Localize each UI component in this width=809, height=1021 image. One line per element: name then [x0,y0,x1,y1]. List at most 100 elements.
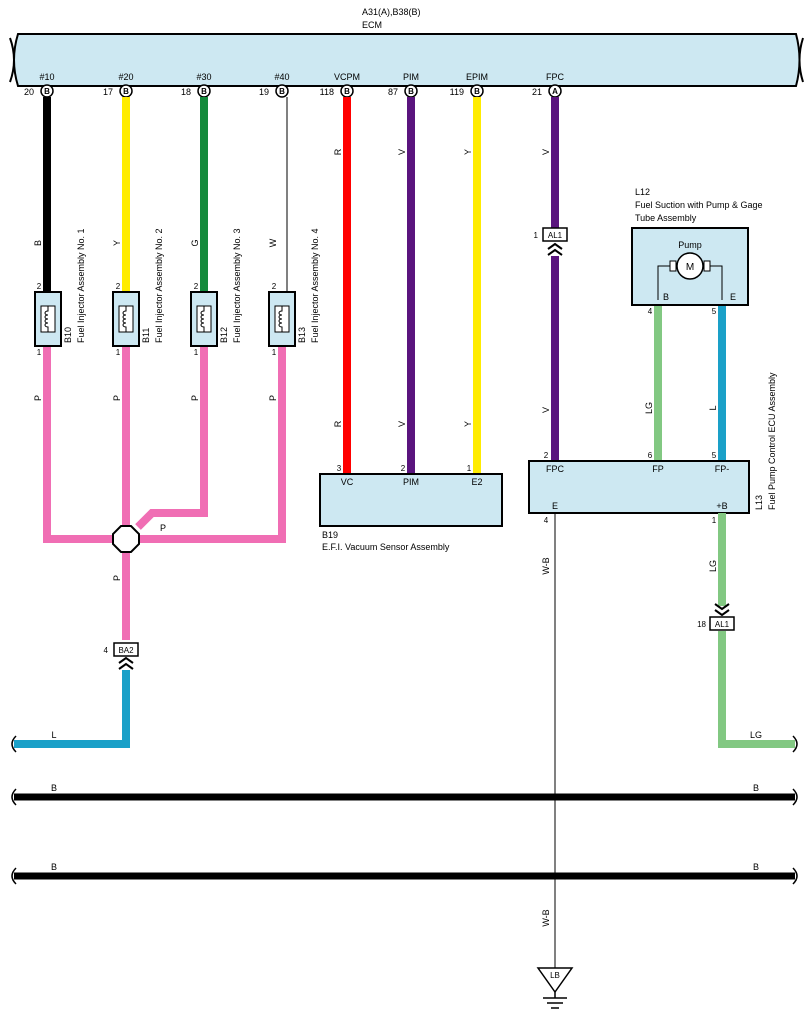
ecm-pin-number: 19 [259,87,269,97]
ecm-pin-number: 18 [181,87,191,97]
ecm-pin-number: 20 [24,87,34,97]
wire-code: Y [463,421,473,427]
motor-icon [676,252,704,280]
injector-pin-bot: 1 [272,348,277,357]
wire-inj3-bottom [135,346,208,530]
wire-code: V [397,149,407,155]
wire-code: V [397,421,407,427]
wire-code: LG [750,730,762,740]
wire-code: W [268,238,278,247]
wire-inj1-bottom [43,346,126,543]
injector-pin-bot: 1 [116,348,121,357]
injector-pin-top: 2 [116,282,121,291]
sensor-pin-num: 2 [401,464,406,473]
vacuum-sensor-b19: 3 2 1 VC PIM E2 B19 E.F.I. Vacuum Sensor… [319,464,503,552]
wire-code: G [190,239,200,246]
wire-end-break [11,788,17,806]
wire-code: B [33,240,43,246]
ecu-pin-label: FP [652,464,664,474]
ecu-pin-num: 2 [544,451,549,460]
injector-pin-top: 2 [272,282,277,291]
pump-name-line2: Tube Assembly [635,213,697,223]
ecm-pin-label: FPC [546,72,565,82]
wire-code: V [541,149,551,155]
ecu-pin-label: E [552,501,558,511]
injector-b11: 2 1 B11 Fuel Injector Assembly No. 2 [112,228,164,357]
connector-label: AL1 [715,620,730,629]
splice-junction [112,525,140,553]
ecm-pin-20: #20 17 B [103,72,134,98]
ecm-pin-conn: B [408,87,414,96]
ecm-pin-conn: B [279,87,285,96]
ecm-pin-label: PIM [403,72,419,82]
injector-pin-bot: 1 [37,348,42,357]
wire-code: R [333,148,343,155]
injector-pin-top: 2 [37,282,42,291]
connector-al1-bottom: 18 AL1 [697,603,735,631]
ecu-pin-num: 1 [712,516,717,525]
fuel-pump-ecu-l13: 2 6 5 FPC FP FP- E +B 4 1 L13 Fuel Pump … [528,372,777,525]
wire-ba2-left [14,670,130,748]
pump-code: L12 [635,187,650,197]
ecm-title-line1: A31(A),B38(B) [362,7,421,17]
sensor-pin-num: 1 [467,464,472,473]
wire-end-break [11,867,17,885]
sensor-pin-num: 3 [337,464,342,473]
ground-label: LB [550,971,560,980]
ecm-pin-label: VCPM [334,72,360,82]
connector-pin: 4 [104,646,109,655]
ecm-pin-label: #20 [118,72,133,82]
injector-code: B12 [219,327,229,343]
injector-pin-bot: 1 [194,348,199,357]
ground-lb: LB [536,967,574,1009]
wire-code: B [51,862,57,872]
wire-inj4-bottom [139,346,286,543]
ecm-pin-40: #40 19 B [259,72,290,98]
wire-end-break [792,735,798,753]
pump-pin-num: 5 [712,307,717,316]
sensor-name: E.F.I. Vacuum Sensor Assembly [322,542,450,552]
wire-code: LG [644,402,654,414]
sensor-pin-label: E2 [471,477,482,487]
ecm-pin-label: #30 [196,72,211,82]
pump-pin-label: E [730,292,736,302]
wire-code: V [541,407,551,413]
ecm-pin-10: #10 20 B [24,72,55,98]
ecm-box [9,33,804,87]
ecm-pin-conn: A [552,87,558,96]
injector-code: B13 [297,327,307,343]
injector-b10: 2 1 B10 Fuel Injector Assembly No. 1 [34,228,86,357]
wire-code: B [51,783,57,793]
connector-pin: 18 [697,620,706,629]
injector-name: Fuel Injector Assembly No. 3 [232,228,242,343]
connector-label: BA2 [118,646,134,655]
ecu-pin-label: FPC [546,464,565,474]
ecu-pin-num: 6 [648,451,653,460]
ecm-pin-conn: B [201,87,207,96]
ecu-pin-num: 5 [712,451,717,460]
ecm-pin-number: 119 [450,87,464,97]
connector-label: AL1 [548,231,563,240]
wire-code: LG [708,560,718,572]
injector-pin-top: 2 [194,282,199,291]
ecu-name: Fuel Pump Control ECU Assembly [767,372,777,510]
sensor-pin-label: PIM [403,477,419,487]
ecm-pin-conn: B [44,87,50,96]
ecm-pin-number: 118 [320,87,334,97]
ecu-pin-label: FP- [715,464,730,474]
wire-lg-right [718,631,795,748]
ecu-code: L13 [754,495,764,510]
wire-code: L [51,730,56,740]
wire-code: B [753,862,759,872]
ecm-pin-conn: B [344,87,350,96]
injector-code: B10 [63,327,73,343]
ecm-pin-label: #40 [274,72,289,82]
ecm-pin-number: 87 [388,87,398,97]
ecm-pin-number: 21 [532,87,542,97]
wire-code: P [160,523,166,533]
connector-al1-top: 1 AL1 [534,227,568,256]
motor-label: M [686,262,694,273]
connector-ba2: 4 BA2 [104,642,139,670]
ecm-pin-pim: PIM 87 B [388,72,419,98]
